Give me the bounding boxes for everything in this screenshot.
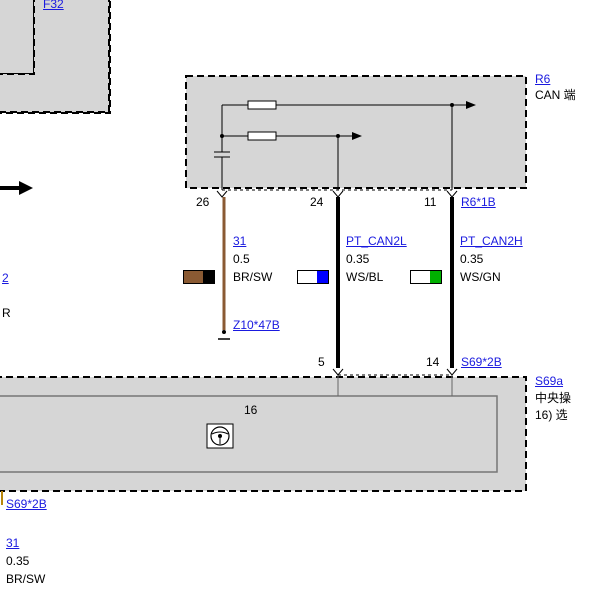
connector-s69-bottom[interactable]: S69*2B: [6, 497, 47, 511]
connector-ground[interactable]: Z10*47B: [233, 318, 280, 332]
bottom-wire-size: 0.35: [6, 554, 30, 568]
wire-can2h-signal[interactable]: PT_CAN2H: [460, 234, 523, 248]
wire-31-color: BR/SW: [233, 270, 273, 284]
wire-31-size: 0.5: [233, 252, 250, 266]
pin-s69-14: 14: [426, 355, 440, 369]
connector-r6[interactable]: R6*1B: [461, 195, 496, 209]
steering-wheel-icon: [206, 423, 234, 449]
s69a-desc-1: 中央操: [535, 391, 572, 405]
wire-31-signal[interactable]: 31: [233, 234, 247, 248]
s69a-inner-module: [0, 395, 498, 473]
arrow-right-icon: [0, 181, 33, 195]
f32-outer-box: [0, 0, 111, 114]
wire-can2h-swatch: [410, 270, 442, 284]
wire-31-swatch: [183, 270, 215, 284]
bottom-wire-signal[interactable]: 31: [6, 536, 20, 550]
pin-r6-24: 24: [310, 195, 324, 209]
left-fragment-b: R: [2, 306, 11, 320]
wire-can2l-size: 0.35: [346, 252, 370, 266]
r6-box: [185, 75, 527, 189]
wire-can2l-swatch: [297, 270, 329, 284]
s69a-desc-2: 16) 选: [535, 408, 568, 422]
connector-s69-top[interactable]: S69*2B: [461, 355, 502, 369]
r6-ref[interactable]: R6: [535, 72, 551, 86]
pin-s69-5: 5: [318, 355, 325, 369]
bottom-wire-color: BR/SW: [6, 572, 46, 586]
wire-can2h-color: WS/GN: [460, 270, 501, 284]
wire-can2h-size: 0.35: [460, 252, 484, 266]
wire-can2l-signal[interactable]: PT_CAN2L: [346, 234, 407, 248]
wire-can2l-color: WS/BL: [346, 270, 384, 284]
pin-r6-11: 11: [424, 195, 437, 209]
ground-icon: [218, 330, 230, 340]
f32-ref[interactable]: F32: [43, 0, 64, 11]
s69a-ref[interactable]: S69a: [535, 374, 564, 388]
left-fragment-a[interactable]: 2: [2, 271, 9, 285]
pin-r6-26: 26: [196, 195, 210, 209]
r6-desc: CAN 端: [535, 88, 576, 102]
pin-s69-16: 16: [244, 403, 258, 417]
f32-inner-box: [0, 0, 35, 75]
